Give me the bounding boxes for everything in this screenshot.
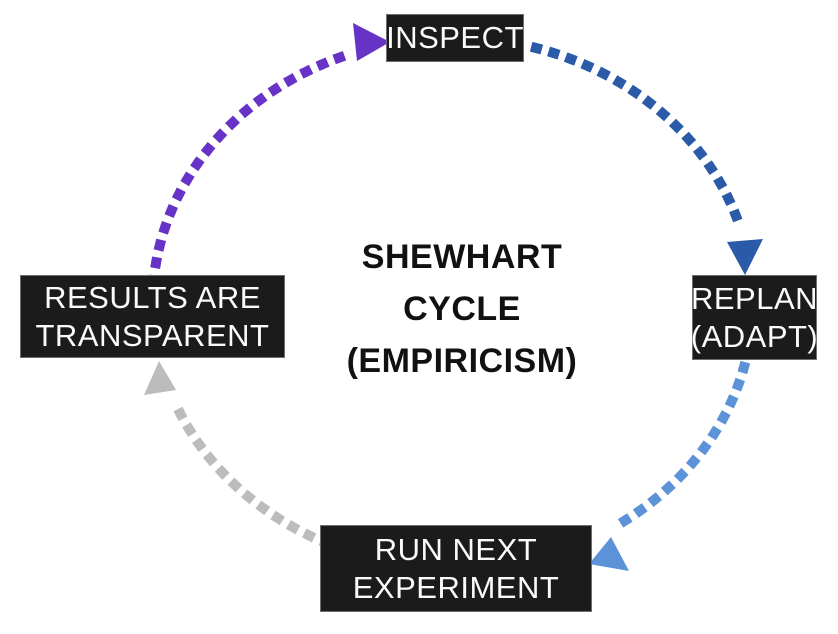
arc-run-next-to-results — [170, 400, 333, 550]
node-inspect: INSPECT — [386, 14, 524, 62]
node-results-are-transparent: RESULTS ARE TRANSPARENT — [20, 275, 285, 358]
arc-replan-to-run-next — [614, 360, 751, 530]
arc-inspect-to-replan — [529, 41, 748, 237]
node-replan-line-2: (ADAPT) — [690, 318, 819, 354]
title-line-3: (EMPIRICISM) — [346, 342, 578, 380]
title-line-2: CYCLE — [403, 290, 521, 328]
node-results-line-2: TRANSPARENT — [35, 317, 270, 353]
node-results-line-1: RESULTS ARE — [44, 279, 261, 315]
arrowhead-run-next-to-results — [144, 361, 176, 395]
node-replan-line-1: REPLAN — [690, 280, 819, 316]
title-line-1: SHEWHART — [361, 238, 563, 276]
node-run-next-line-1: RUN NEXT — [374, 531, 538, 567]
node-run-next-experiment: RUN NEXT EXPERIMENT — [320, 525, 592, 612]
arrowhead-replan-to-run-next — [589, 537, 629, 571]
node-inspect-label: INSPECT — [386, 20, 524, 55]
arrowhead-inspect-to-replan — [727, 239, 763, 275]
diagram-title: SHEWHART CYCLE (EMPIRICISM) — [297, 231, 627, 387]
arrowhead-results-to-inspect — [353, 23, 390, 61]
node-run-next-line-2: EXPERIMENT — [352, 569, 560, 605]
node-replan-adapt: REPLAN (ADAPT) — [690, 275, 819, 360]
